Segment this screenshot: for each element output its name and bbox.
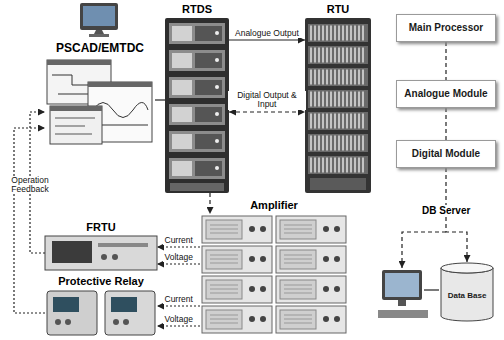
- monitor-base: [89, 34, 109, 37]
- node-label: Analogue Module: [404, 88, 487, 100]
- amplifier-stack: [202, 216, 346, 333]
- module-box: Digital Module: [396, 140, 496, 168]
- relay-body: [47, 291, 97, 335]
- connector: [229, 39, 305, 40]
- device-strip: [98, 243, 148, 247]
- connector: [157, 325, 200, 326]
- screen-window: [50, 106, 102, 144]
- connector: [445, 108, 446, 140]
- computer-monitor: [382, 270, 422, 300]
- relay-screen: [53, 297, 79, 312]
- connector-label: Current: [163, 236, 195, 245]
- node-heading: PSCAD/EMTDC: [56, 42, 144, 56]
- connector-label: Current: [163, 295, 195, 304]
- module-box: Main Processor: [396, 14, 496, 42]
- connector-label: Voltage: [163, 315, 195, 324]
- node-label: Digital Module: [412, 148, 480, 160]
- connector-label: Analogue Output: [233, 29, 301, 38]
- relay-button: [65, 319, 71, 325]
- relay-button: [55, 319, 61, 325]
- title-bar: [50, 106, 102, 111]
- frtu-device: [45, 236, 157, 270]
- amplifier-unit: [202, 246, 272, 273]
- rack-cards: [305, 22, 371, 176]
- title-bar: [88, 82, 152, 87]
- rack-base: [310, 178, 366, 190]
- rtu-rack: [305, 18, 371, 193]
- connector: [14, 128, 45, 313]
- node-heading: Amplifier: [250, 199, 298, 212]
- node-heading: FRTU: [86, 221, 115, 234]
- screen-trace: [55, 118, 95, 134]
- node-label: Main Processor: [409, 22, 483, 34]
- node-heading: Protective Relay: [58, 275, 144, 288]
- rtu-rack: RTU: [305, 18, 371, 193]
- node-heading: RTDS: [182, 3, 212, 16]
- connector: [209, 193, 210, 214]
- server-wire: [402, 232, 446, 268]
- amplifier-unit: [276, 246, 346, 273]
- simulation-screens: [47, 60, 152, 144]
- simulator-rack: RTDS: [165, 18, 229, 193]
- amplifier-unit: [202, 276, 272, 303]
- frtu-device: FRTU: [45, 236, 157, 270]
- amplifier-unit: [276, 216, 346, 243]
- amplifier-unit: [276, 276, 346, 303]
- module-box: Analogue Module: [396, 80, 496, 108]
- relay-button: [123, 319, 129, 325]
- amplifier-unit: [276, 306, 346, 333]
- rtds-rack: [165, 18, 229, 193]
- title-bar: [47, 60, 111, 65]
- server-label: DB Server: [420, 205, 472, 216]
- connector-label: Operation Feedback: [4, 176, 56, 195]
- connector: [157, 263, 200, 264]
- server-computer: [378, 232, 446, 318]
- rack-modules: [165, 20, 229, 182]
- connector-label: Voltage: [163, 253, 195, 262]
- connector: [155, 99, 165, 100]
- connector: [157, 305, 200, 306]
- computer-screen: [385, 273, 419, 297]
- relay-body: [105, 291, 155, 335]
- device-panel: [52, 241, 92, 263]
- connector: [445, 42, 446, 80]
- device-button: [101, 254, 107, 260]
- node-label: Data Base: [448, 291, 487, 300]
- monitor-screen: [83, 6, 115, 26]
- amplifier-unit: [202, 216, 272, 243]
- device-button: [112, 254, 118, 260]
- connector: [157, 246, 200, 247]
- connector-label: Digital Output & Input: [228, 91, 306, 110]
- device-body: [45, 236, 157, 270]
- software-screen: PSCAD/EMTDC: [45, 58, 155, 146]
- connector: [229, 111, 305, 112]
- rack-body: [305, 18, 371, 193]
- node-heading: RTU: [327, 3, 350, 16]
- relay-group: Protective Relay: [45, 290, 157, 336]
- server-link: [424, 289, 439, 290]
- database-cylinder: Data Base: [440, 262, 494, 322]
- monitor-icon: [80, 3, 118, 37]
- relay-screen: [111, 297, 137, 312]
- computer-keyboard: [378, 310, 428, 318]
- relay-devices: [47, 291, 155, 335]
- cylinder-top: [441, 263, 493, 273]
- monitor-body: [80, 3, 118, 30]
- rack-base: [170, 183, 224, 191]
- relay-button: [113, 319, 119, 325]
- computer-stand: [398, 300, 406, 306]
- amplifier-group: Amplifier: [200, 214, 348, 336]
- rack-body: [165, 18, 229, 193]
- cylinder-body: [441, 268, 493, 321]
- monitor-stand: [94, 30, 104, 34]
- amplifier-unit: [202, 306, 272, 333]
